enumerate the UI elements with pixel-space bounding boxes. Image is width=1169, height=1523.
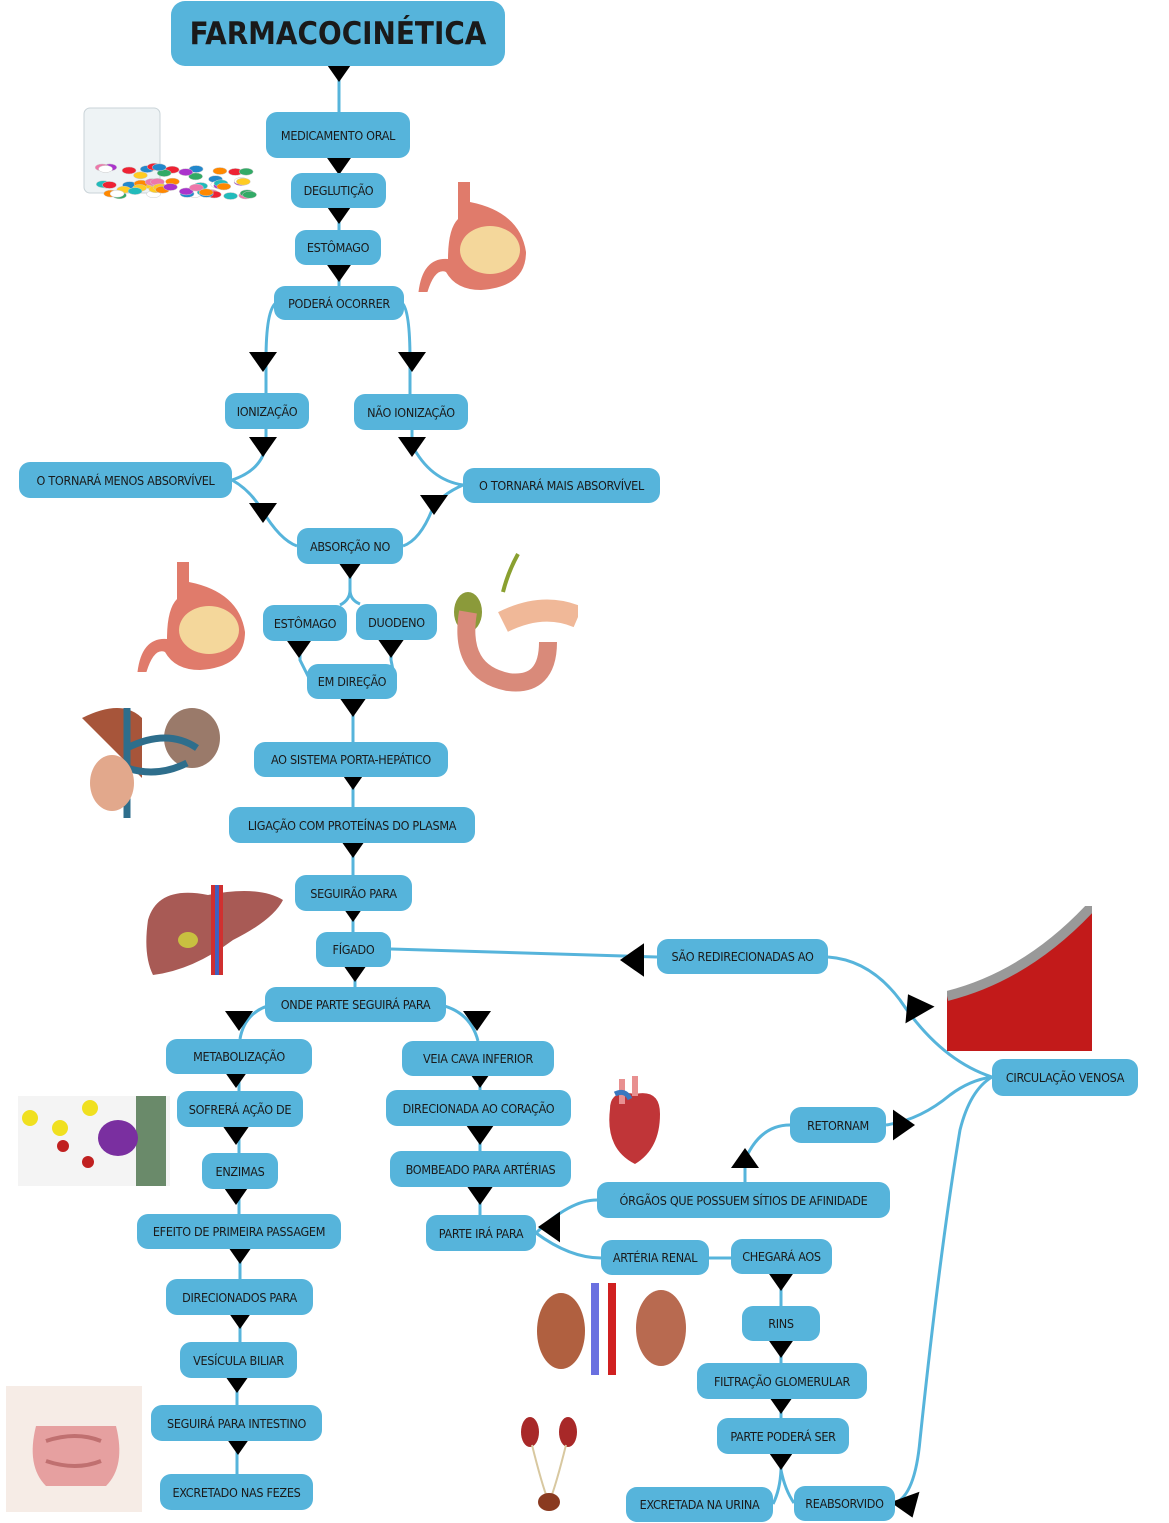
connector-line — [745, 1125, 790, 1182]
node-porta-hepatico: AO SISTEMA PORTA-HEPÁTICO — [254, 742, 448, 777]
arrowhead-icon — [377, 638, 405, 658]
connector-line — [403, 485, 463, 546]
arrowhead-icon — [466, 1125, 494, 1145]
arrowhead-icon — [893, 986, 934, 1024]
arrowhead-icon — [249, 503, 277, 523]
connector-line — [391, 949, 657, 957]
connector-line — [232, 429, 266, 480]
node-mais-absorvivel: O TORNARÁ MAIS ABSORVÍVEL — [463, 468, 660, 503]
node-direcionados-para: DIRECIONADOS PARA — [166, 1279, 313, 1315]
arrowhead-icon — [891, 1492, 927, 1523]
cyp-enzyme-image — [18, 1096, 170, 1186]
node-reabsorvido: REABSORVIDO — [794, 1486, 895, 1521]
arrowhead-icon — [398, 437, 426, 457]
connector-line — [895, 1077, 992, 1503]
node-sofrera-acao: SOFRERÁ AÇÃO DE — [177, 1091, 303, 1127]
node-seguirao-para: SEGUIRÃO PARA — [295, 875, 412, 911]
title-node: FARMACOCINÉTICA — [171, 1, 505, 66]
node-estomago-2: ESTÔMAGO — [263, 605, 347, 641]
arrowhead-icon — [249, 437, 277, 457]
node-veia-cava: VEIA CAVA INFERIOR — [402, 1041, 554, 1076]
node-menos-absorvivel: O TORNARÁ MENOS ABSORVÍVEL — [19, 462, 232, 498]
arrowhead-icon — [225, 1011, 253, 1031]
node-redirecionadas: SÃO REDIRECIONADAS AO — [657, 939, 828, 974]
node-onde-parte: ONDE PARTE SEGUIRÁ PARA — [265, 987, 446, 1022]
node-figado: FÍGADO — [316, 932, 391, 967]
pills-image — [82, 106, 257, 206]
node-ionizacao: IONIZAÇÃO — [225, 393, 309, 429]
node-arteria-renal: ARTÉRIA RENAL — [601, 1240, 709, 1275]
node-chegara-aos: CHEGARÁ AOS — [731, 1239, 832, 1274]
arrowhead-icon — [398, 352, 426, 372]
liver-image — [143, 880, 288, 980]
node-ligacao-proteinas: LIGAÇÃO COM PROTEÍNAS DO PLASMA — [229, 807, 475, 843]
node-absorcao-no: ABSORÇÃO NO — [297, 528, 403, 564]
arrowhead-icon — [339, 697, 367, 717]
node-podera-ocorrer: PODERÁ OCORRER — [274, 286, 404, 320]
node-metabolizacao: METABOLIZAÇÃO — [166, 1039, 312, 1074]
heart-image — [600, 1074, 662, 1166]
node-orgaos: ÓRGÃOS QUE POSSUEM SÍTIOS DE AFINIDADE — [597, 1182, 890, 1218]
portal-system-image — [72, 688, 222, 818]
arrowhead-icon — [249, 352, 277, 372]
node-rins: RINS — [742, 1306, 820, 1341]
intestine-image — [6, 1386, 142, 1512]
node-retornam: RETORNAM — [790, 1107, 886, 1143]
node-enzimas: ENZIMAS — [202, 1153, 278, 1189]
urinary-system-image — [518, 1410, 580, 1516]
arrowhead-icon — [222, 1125, 250, 1145]
node-primeira-passagem: EFEITO DE PRIMEIRA PASSAGEM — [137, 1214, 341, 1249]
node-medicamento-oral: MEDICAMENTO ORAL — [266, 112, 410, 158]
connector-line — [266, 303, 276, 393]
node-parte-ira: PARTE IRÁ PARA — [426, 1215, 536, 1251]
node-seguira-intestino: SEGUIRÁ PARA INTESTINO — [151, 1405, 322, 1441]
connector-line — [402, 303, 410, 394]
node-excretada-urina: EXCRETADA NA URINA — [626, 1487, 773, 1522]
arrowhead-icon — [767, 1338, 795, 1358]
arrowhead-icon — [325, 155, 353, 175]
node-bombeado: BOMBEADO PARA ARTÉRIAS — [390, 1151, 571, 1187]
node-excretado-fezes: EXCRETADO NAS FEZES — [160, 1474, 313, 1510]
kidneys-image — [536, 1283, 688, 1375]
node-nao-ionizacao: NÃO IONIZAÇÃO — [354, 394, 468, 430]
arrowhead-icon — [731, 1148, 759, 1168]
stomach-image — [137, 560, 249, 672]
node-parte-podera: PARTE PODERÁ SER — [717, 1418, 849, 1454]
node-estomago: ESTÔMAGO — [295, 230, 381, 265]
node-em-direcao: EM DIREÇÃO — [307, 664, 397, 699]
node-vesicula: VESÍCULA BILIAR — [180, 1342, 297, 1378]
node-degluticao: DEGLUTIÇÃO — [291, 173, 386, 208]
arrowhead-icon — [325, 262, 353, 282]
arrowhead-icon — [285, 638, 313, 658]
pancreas-duodenum-image — [448, 552, 578, 692]
arrowhead-icon — [620, 943, 644, 977]
blood-vessel-image — [947, 906, 1092, 1051]
node-circulacao-venosa: CIRCULAÇÃO VENOSA — [992, 1059, 1138, 1096]
node-duodeno: DUODENO — [356, 604, 437, 640]
stomach-image — [418, 180, 530, 292]
arrowhead-icon — [767, 1271, 795, 1291]
node-direcionada-coracao: DIRECIONADA AO CORAÇÃO — [386, 1090, 571, 1126]
connector-line — [536, 1233, 601, 1258]
node-filtracao: FILTRAÇÃO GLOMERULAR — [697, 1363, 867, 1399]
arrowhead-icon — [893, 1110, 915, 1141]
arrowhead-icon — [420, 495, 448, 515]
arrowhead-icon — [466, 1185, 494, 1205]
